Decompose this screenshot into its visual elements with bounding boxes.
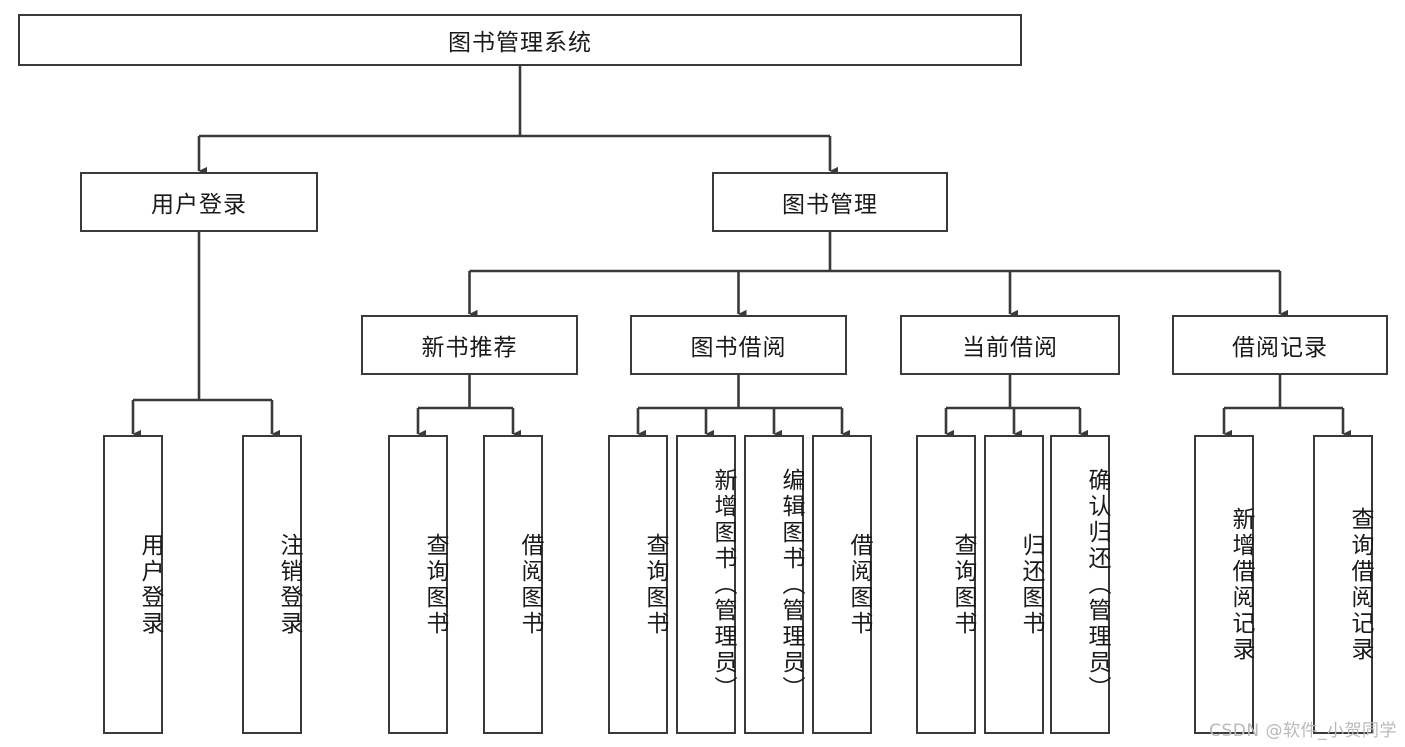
node-root[interactable]: 图书管理系统 <box>18 14 1022 66</box>
node-label: 借阅图书 <box>846 532 872 637</box>
node-borrow-record[interactable]: 借阅记录 <box>1172 315 1388 375</box>
node-label: 查询图书 <box>422 532 448 637</box>
node-current-borrow[interactable]: 当前借阅 <box>900 315 1120 375</box>
node-label: 图书管理系统 <box>448 30 592 56</box>
node-leaf-confirm-return[interactable]: 确认归还（管理员） <box>1050 435 1110 734</box>
node-label: 用户登录 <box>151 192 247 218</box>
node-leaf-add-record[interactable]: 新增借阅记录 <box>1194 435 1254 734</box>
node-leaf-add-book[interactable]: 新增图书（管理员） <box>676 435 736 734</box>
node-label: 借阅记录 <box>1232 335 1328 361</box>
node-label: 查询图书 <box>642 532 668 637</box>
node-leaf-query-book-1[interactable]: 查询图书 <box>388 435 448 734</box>
node-leaf-query-book-2[interactable]: 查询图书 <box>608 435 668 734</box>
node-label: 新增借阅记录 <box>1228 506 1254 663</box>
node-leaf-query-book-3[interactable]: 查询图书 <box>916 435 976 734</box>
node-leaf-borrow-book-2[interactable]: 借阅图书 <box>812 435 872 734</box>
node-label: 图书管理 <box>782 192 878 218</box>
node-label: 注销登录 <box>276 532 302 637</box>
node-book-borrow[interactable]: 图书借阅 <box>630 315 847 375</box>
node-leaf-edit-book[interactable]: 编辑图书（管理员） <box>744 435 804 734</box>
node-label: 编辑图书（管理员） <box>778 467 804 702</box>
node-label: 借阅图书 <box>517 532 543 637</box>
node-label: 确认归还（管理员） <box>1084 467 1110 702</box>
node-label: 查询图书 <box>950 532 976 637</box>
node-book-manage[interactable]: 图书管理 <box>712 172 948 232</box>
node-label: 图书借阅 <box>690 335 787 361</box>
node-new-book-rec[interactable]: 新书推荐 <box>361 315 578 375</box>
node-leaf-user-login[interactable]: 用户登录 <box>103 435 163 734</box>
node-leaf-logout[interactable]: 注销登录 <box>242 435 302 734</box>
node-label: 用户登录 <box>137 532 163 637</box>
node-label: 新增图书（管理员） <box>710 467 736 702</box>
node-leaf-borrow-book-1[interactable]: 借阅图书 <box>483 435 543 734</box>
node-label: 当前借阅 <box>962 335 1058 361</box>
node-leaf-query-record[interactable]: 查询借阅记录 <box>1313 435 1373 734</box>
node-label: 查询借阅记录 <box>1347 506 1373 663</box>
node-user-login[interactable]: 用户登录 <box>80 172 318 232</box>
node-label: 新书推荐 <box>421 335 518 361</box>
node-leaf-return-book[interactable]: 归还图书 <box>984 435 1044 734</box>
node-label: 归还图书 <box>1018 532 1044 637</box>
